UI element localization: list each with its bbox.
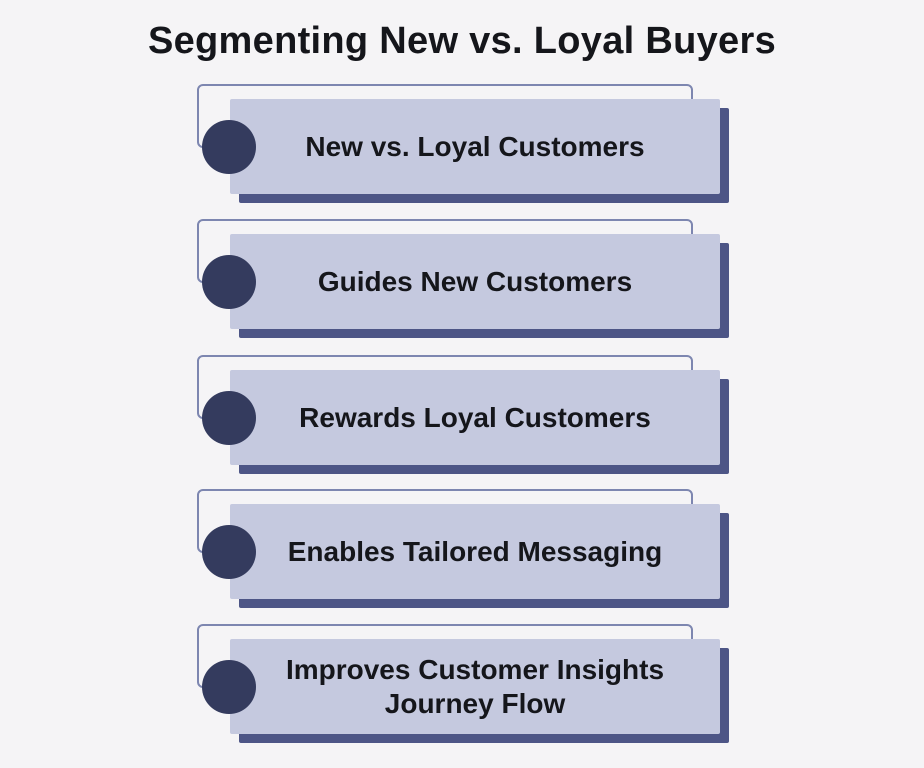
card-group-new-vs-loyal: New vs. Loyal Customers — [197, 84, 731, 205]
card-item: Guides New Customers — [230, 234, 720, 329]
card-label: Rewards Loyal Customers — [299, 401, 651, 433]
card-group-rewards-loyal: Rewards Loyal Customers — [197, 355, 731, 476]
page-title: Segmenting New vs. Loyal Buyers — [147, 20, 777, 62]
card-group-customer-insights: Improves Customer Insights Journey Flow — [197, 624, 731, 745]
card-item: New vs. Loyal Customers — [230, 99, 720, 194]
bullet-circle-icon — [202, 120, 256, 174]
card-group-tailored-messaging: Enables Tailored Messaging — [197, 489, 731, 610]
card-label: New vs. Loyal Customers — [305, 130, 645, 162]
card-label: Enables Tailored Messaging — [287, 535, 663, 567]
bullet-circle-icon — [202, 660, 256, 714]
card-label: Improves Customer Insights Journey Flow — [285, 654, 665, 719]
bullet-circle-icon — [202, 391, 256, 445]
card-item: Rewards Loyal Customers — [230, 370, 720, 465]
bullet-circle-icon — [202, 525, 256, 579]
card-label: Guides New Customers — [317, 265, 633, 297]
card-item: Enables Tailored Messaging — [230, 504, 720, 599]
bullet-circle-icon — [202, 255, 256, 309]
card-item: Improves Customer Insights Journey Flow — [230, 639, 720, 734]
card-group-guides-new: Guides New Customers — [197, 219, 731, 340]
